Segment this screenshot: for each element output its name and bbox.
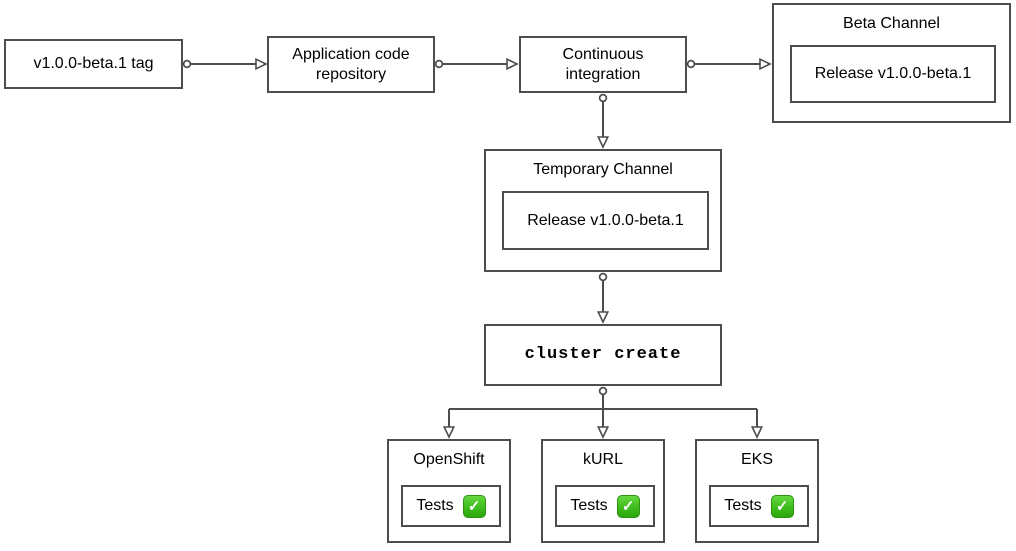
node-temporary-release: Release v1.0.0-beta.1 xyxy=(502,191,709,250)
node-kurl: kURL Tests ✓ xyxy=(541,439,665,543)
kurl-tests-label: Tests xyxy=(570,497,608,514)
node-eks: EKS Tests ✓ xyxy=(695,439,819,543)
node-version-tag: v1.0.0-beta.1 tag xyxy=(4,39,183,89)
temporary-channel-title: Temporary Channel xyxy=(533,161,673,178)
temporary-release-label: Release v1.0.0-beta.1 xyxy=(527,211,684,229)
node-beta-release: Release v1.0.0-beta.1 xyxy=(790,45,996,103)
node-openshift: OpenShift Tests ✓ xyxy=(387,439,511,543)
eks-tests-label: Tests xyxy=(724,497,762,514)
openshift-tests-label: Tests xyxy=(416,497,454,514)
continuous-integration-label: Continuous integration xyxy=(562,45,644,83)
node-temporary-channel: Temporary Channel Release v1.0.0-beta.1 xyxy=(484,149,722,272)
check-mark-icon: ✓ xyxy=(616,494,640,518)
kurl-title: kURL xyxy=(582,451,623,468)
node-application-code-repository: Application code repository xyxy=(267,36,435,93)
version-tag-label: v1.0.0-beta.1 tag xyxy=(33,55,154,72)
cluster-create-label: cluster create xyxy=(524,345,682,365)
openshift-title: OpenShift xyxy=(413,451,485,468)
node-beta-channel: Beta Channel Release v1.0.0-beta.1 xyxy=(772,3,1011,123)
node-eks-tests: Tests ✓ xyxy=(709,485,809,527)
application-code-repository-label: Application code repository xyxy=(292,45,410,83)
check-mark-icon: ✓ xyxy=(770,494,794,518)
beta-release-label: Release v1.0.0-beta.1 xyxy=(814,65,972,82)
node-continuous-integration: Continuous integration xyxy=(519,36,687,93)
beta-channel-title: Beta Channel xyxy=(843,15,940,32)
check-mark-icon: ✓ xyxy=(462,494,486,518)
node-kurl-tests: Tests ✓ xyxy=(555,485,655,527)
node-cluster-create: cluster create xyxy=(484,324,722,386)
eks-title: EKS xyxy=(740,451,773,468)
node-openshift-tests: Tests ✓ xyxy=(401,485,501,527)
